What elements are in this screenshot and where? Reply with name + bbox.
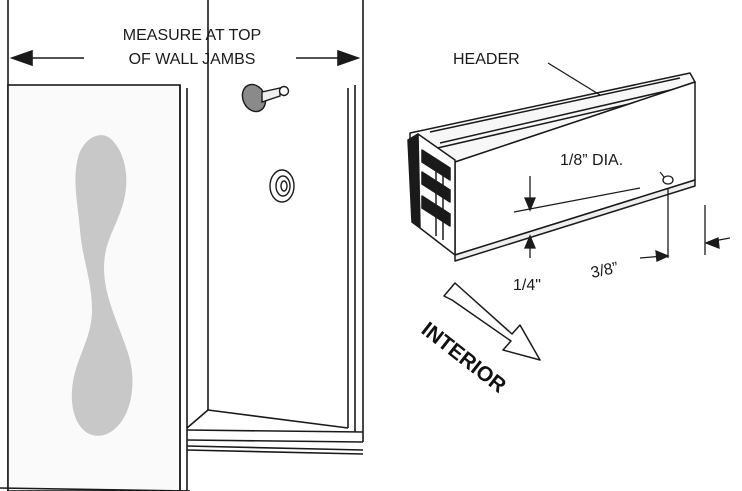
measure-label-line1: MEASURE AT TOP — [123, 27, 261, 44]
dim-quarter-label: 1/4" — [513, 277, 541, 294]
shower-head-icon — [241, 83, 290, 113]
header-extrusion — [407, 72, 696, 262]
header-leader-line — [547, 62, 601, 96]
person-shadow — [71, 135, 133, 436]
shower-enclosure — [0, 0, 364, 491]
hole-diameter-label: 1/8” DIA. — [560, 152, 623, 169]
measure-label-line2: OF WALL JAMBS — [129, 51, 256, 68]
header-label: HEADER — [453, 51, 520, 68]
dimension-quarter-inch — [513, 176, 641, 258]
valve-knob-icon — [269, 169, 295, 203]
interior-arrow-icon — [443, 282, 541, 361]
dimension-three-eighths-inch — [639, 188, 731, 262]
drill-hole-icon — [662, 175, 674, 185]
measure-arrows — [9, 49, 361, 67]
dim-three-eighths-label: 3/8” — [589, 260, 620, 282]
